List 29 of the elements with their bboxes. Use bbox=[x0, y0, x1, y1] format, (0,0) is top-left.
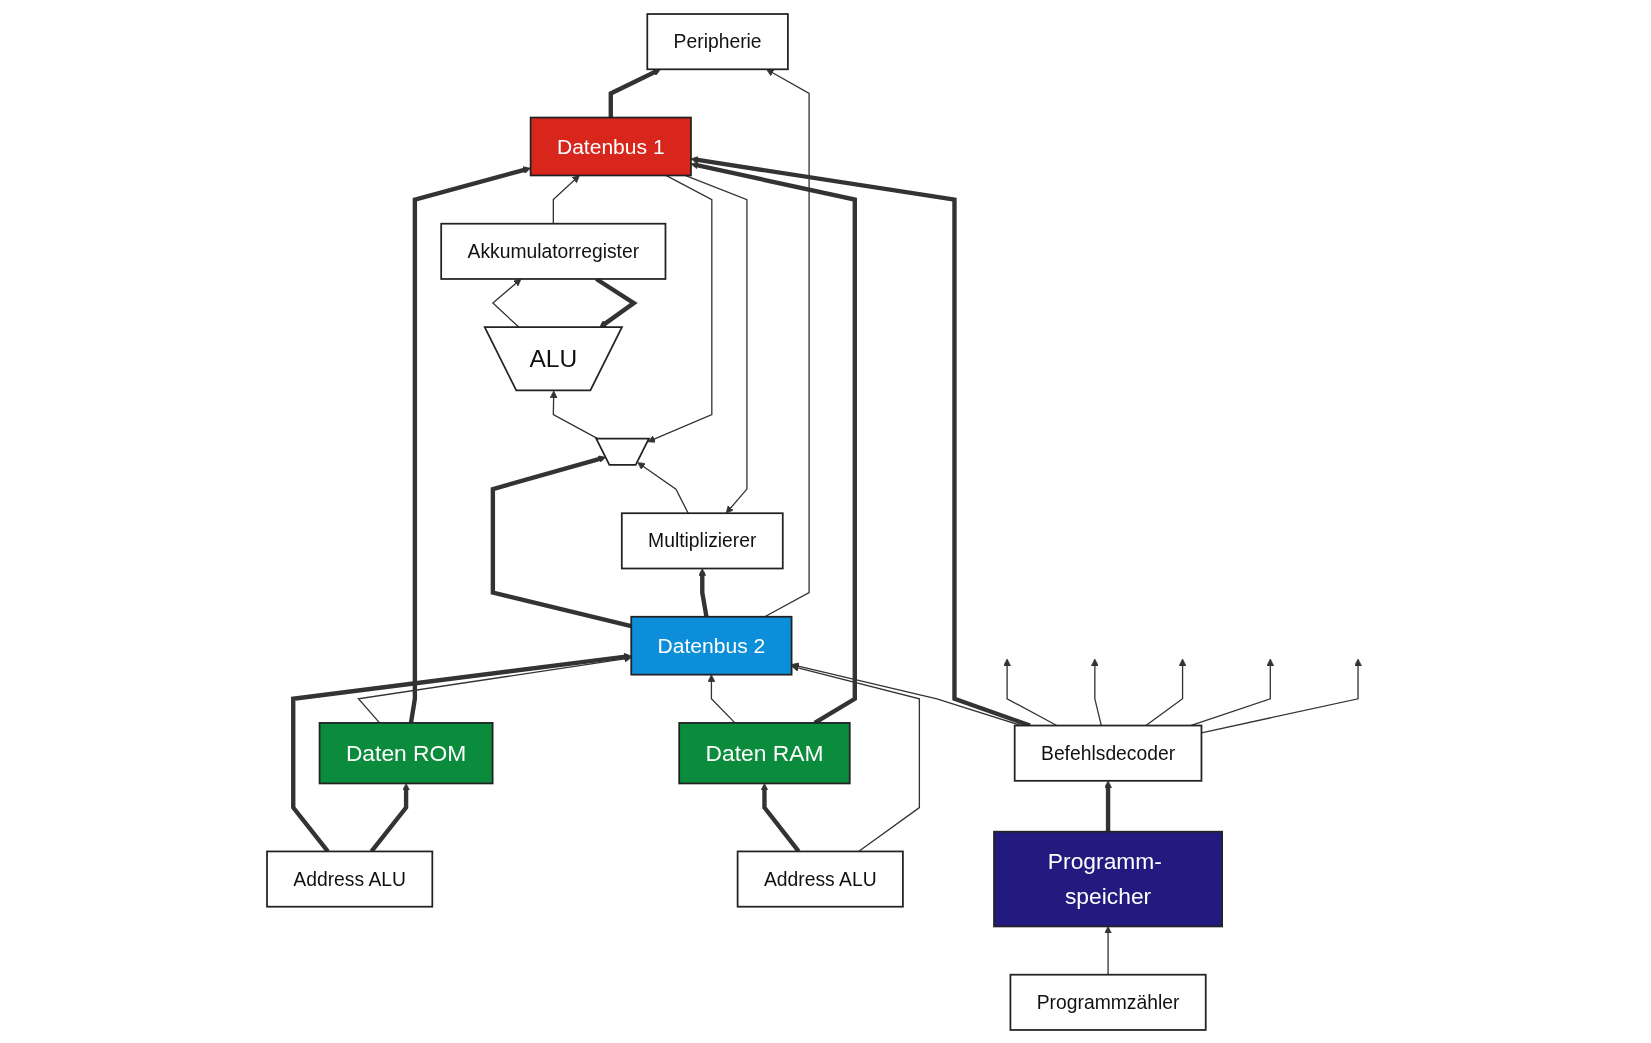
arrow bbox=[637, 461, 689, 514]
arrow bbox=[684, 174, 748, 514]
node-box: Akkumulatorregister bbox=[440, 222, 667, 280]
node-box: Datenbus 1 bbox=[529, 116, 692, 176]
arrow bbox=[1104, 779, 1112, 832]
node-box: Peripherie bbox=[646, 12, 789, 70]
arrow bbox=[647, 174, 713, 443]
arrow bbox=[1145, 658, 1187, 726]
node-box: Daten RAM bbox=[678, 721, 851, 784]
arrow bbox=[1104, 925, 1112, 975]
node-box: Datenbus 2 bbox=[630, 615, 793, 676]
arrow bbox=[763, 68, 810, 617]
node-box: Address ALU bbox=[265, 850, 433, 908]
arrow bbox=[608, 68, 661, 118]
node-box: Programm- speicher bbox=[992, 830, 1223, 927]
arrow bbox=[707, 673, 736, 724]
node-box: Befehlsdecoder bbox=[1013, 724, 1203, 782]
node-box: Address ALU bbox=[736, 850, 904, 908]
node-box: Daten ROM bbox=[318, 721, 494, 784]
arrow bbox=[1090, 658, 1102, 726]
arrow bbox=[698, 567, 709, 617]
arrow bbox=[552, 174, 580, 224]
node-box: Programmzähler bbox=[1009, 973, 1207, 1031]
arrow bbox=[356, 654, 632, 724]
arrow bbox=[408, 165, 531, 723]
arrow bbox=[490, 454, 632, 628]
node-box: Multiplizierer bbox=[620, 511, 784, 569]
arrow bbox=[1003, 658, 1058, 726]
node-trapezoid bbox=[594, 437, 651, 466]
